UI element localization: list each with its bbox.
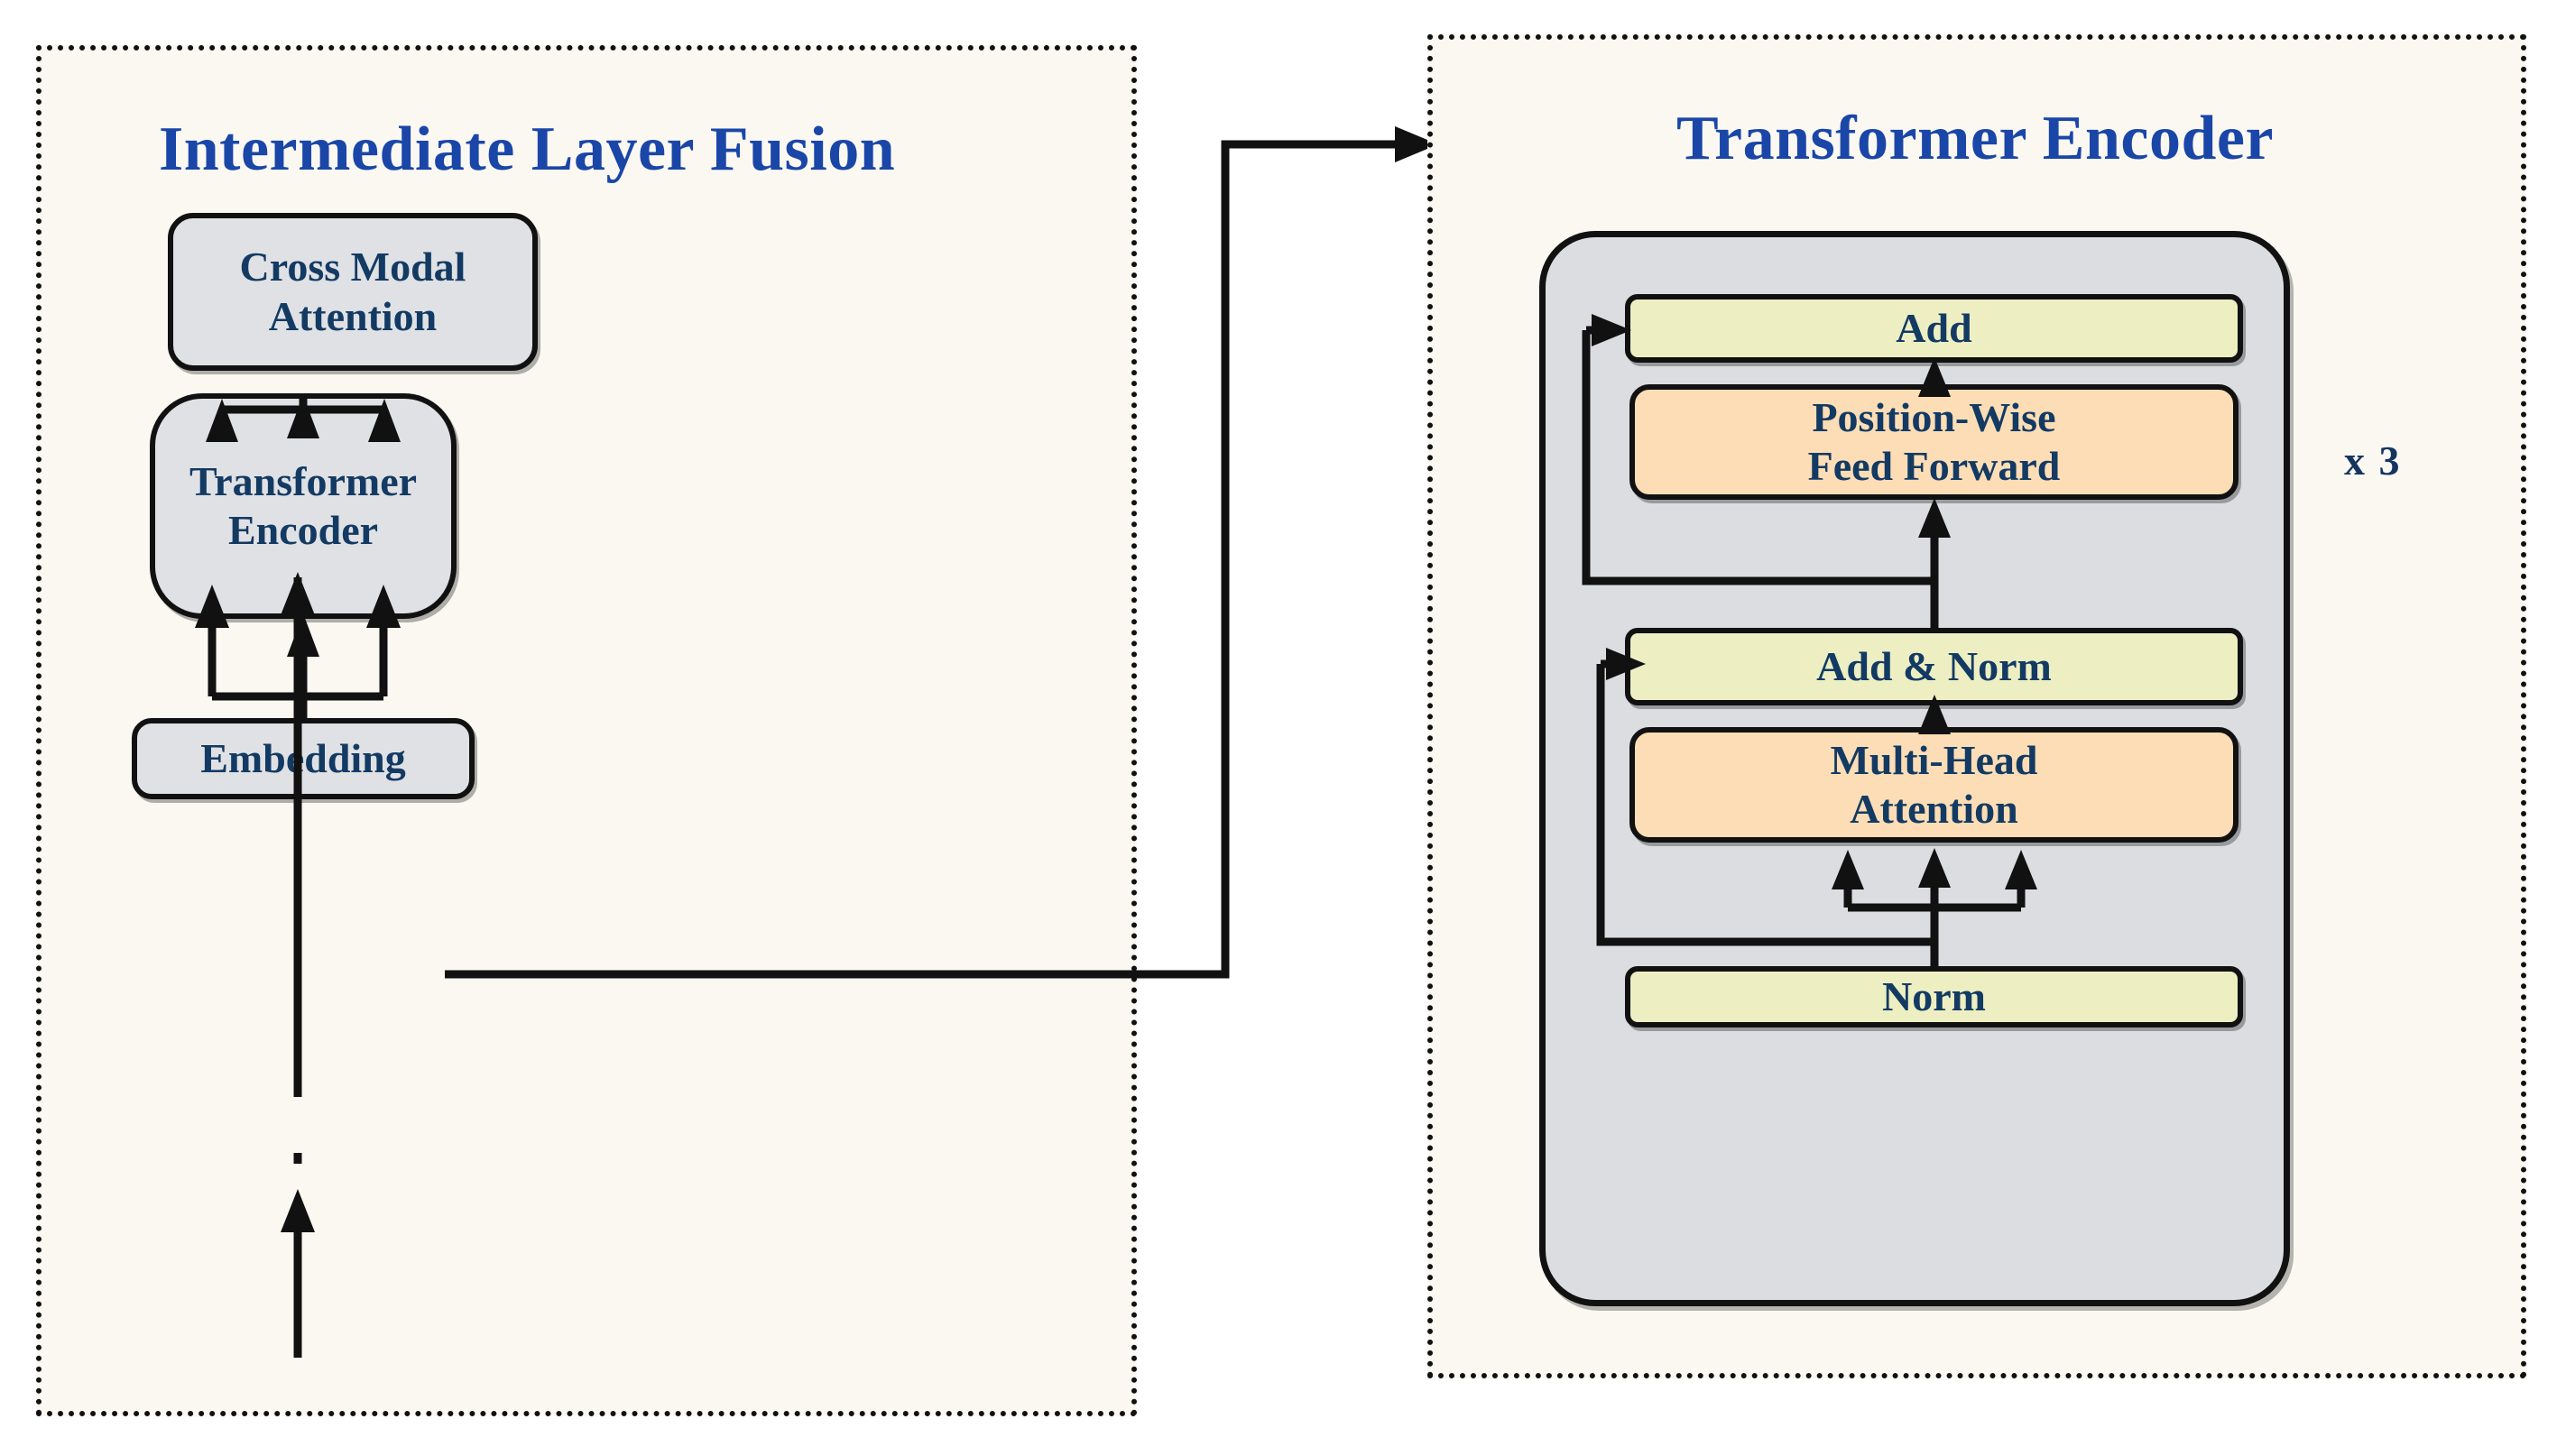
node-embedding[interactable]: Embedding	[132, 718, 475, 799]
node-add-and-norm[interactable]: Add & Norm	[1625, 628, 2243, 705]
node-cross-modal-attention[interactable]: Cross Modal Attention	[168, 213, 538, 371]
node-position-wise-feed-forward[interactable]: Position-Wise Feed Forward	[1629, 384, 2239, 500]
panel-transformer-encoder: Transformer Encoder x 3 Add Position-Wis…	[1427, 34, 2526, 1378]
panel-intermediate-layer-fusion: Intermediate Layer Fusion Cross Modal At…	[36, 45, 1137, 1416]
node-multi-head-attention[interactable]: Multi-Head Attention	[1629, 727, 2239, 843]
panel-title-transformer-encoder: Transformer Encoder	[1676, 104, 2275, 173]
edge-embedding-to-transformer-encoder	[287, 613, 319, 718]
node-norm[interactable]: Norm	[1625, 966, 2243, 1027]
node-add[interactable]: Add	[1625, 294, 2243, 363]
panel-title-intermediate-layer-fusion: Intermediate Layer Fusion	[159, 115, 896, 184]
node-transformer-encoder[interactable]: Transformer Encoder	[150, 393, 457, 619]
repeat-count-label: x 3	[2344, 438, 2402, 484]
